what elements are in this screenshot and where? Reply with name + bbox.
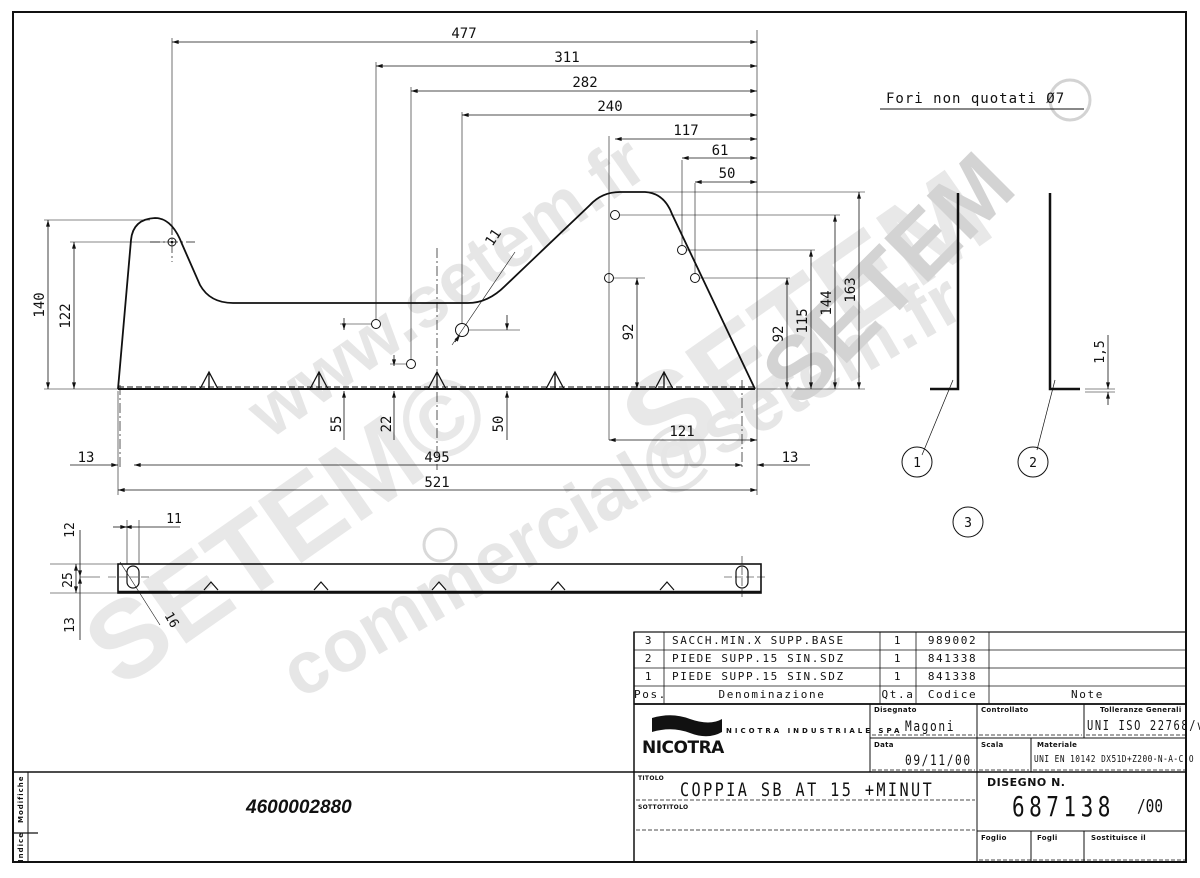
svg-text:11: 11 (166, 512, 182, 527)
foglio-label: Foglio (981, 834, 1007, 842)
tolleranze-value: UNI ISO 22768/v (1087, 719, 1200, 734)
data-value: 09/11/00 (905, 753, 972, 769)
titolo-label: TITOLO (638, 775, 665, 782)
svg-text:13: 13 (63, 617, 78, 633)
svg-text:144: 144 (819, 290, 835, 315)
bom-row-3-qty: 1 (893, 634, 903, 647)
svg-text:3: 3 (964, 516, 972, 531)
side-views: 1,5 1 2 3 (901, 193, 1115, 538)
disegno-label: DISEGNO N. (987, 776, 1066, 789)
svg-text:1: 1 (913, 456, 921, 471)
materiale-label: Materiale (1037, 741, 1078, 749)
bom-row-3-name: SACCH.MIN.X SUPP.BASE (672, 634, 845, 647)
svg-text:13: 13 (78, 450, 95, 466)
controllato-label: Controllato (981, 706, 1029, 714)
svg-text:495: 495 (424, 450, 449, 466)
title-block-lines (14, 631, 1187, 862)
revision: /00 (1137, 796, 1164, 817)
bom-row-3-code: 989002 (927, 634, 978, 647)
bom-header-note: Note (1071, 688, 1104, 701)
svg-text:140: 140 (32, 292, 48, 317)
svg-text:55: 55 (329, 416, 345, 433)
svg-text:282: 282 (572, 75, 597, 91)
svg-text:92: 92 (771, 326, 787, 343)
part-number: 4600002880 (246, 797, 352, 818)
svg-text:Fori non quotati Ø7: Fori non quotati Ø7 (886, 91, 1065, 107)
svg-text:122: 122 (58, 303, 74, 328)
nicotra-logo: NICOTRA (642, 738, 724, 758)
bom-row-2-code: 841338 (927, 652, 978, 665)
bom-row-2-pos: 2 (644, 652, 654, 665)
svg-text:521: 521 (424, 475, 449, 491)
svg-text:2: 2 (1029, 456, 1037, 471)
svg-text:1,5: 1,5 (1093, 340, 1108, 363)
svg-text:16: 16 (161, 610, 182, 631)
holes-note: Fori non quotati Ø7 (880, 91, 1084, 110)
materiale-value: UNI EN 10142 DX51D+Z200-N-A-C-O (1034, 754, 1195, 765)
svg-text:12: 12 (63, 522, 78, 538)
svg-text:61: 61 (712, 143, 729, 159)
scala-label: Scala (981, 741, 1004, 749)
fogli-label: Fogli (1037, 834, 1058, 842)
bom-row-3-pos: 3 (644, 634, 654, 647)
modifiche-label: Modifiche (17, 775, 25, 823)
bom-row-2-name: PIEDE SUPP.15 SIN.SDZ (672, 652, 845, 665)
data-label: Data (874, 741, 894, 749)
bom-row-1-qty: 1 (893, 670, 903, 683)
svg-text:163: 163 (843, 277, 859, 302)
disegnato-value: Magoni (905, 719, 956, 735)
svg-text:11: 11 (482, 226, 505, 249)
bom-row-1-code: 841338 (927, 670, 978, 683)
svg-text:477: 477 (451, 26, 476, 42)
sottotitolo-label: SOTTOTITOLO (638, 804, 689, 811)
svg-text:117: 117 (673, 123, 698, 139)
watermark: www.setem.fr SETEM SETEM© commercial@set… (63, 78, 1092, 714)
bom-header-name: Denominazione (718, 688, 826, 701)
bom-row-1-name: PIEDE SUPP.15 SIN.SDZ (672, 670, 845, 683)
svg-text:22: 22 (379, 416, 395, 433)
top-view: 12 11 25 13 16 (50, 512, 766, 640)
bom-header-qty: Qt.a (881, 688, 915, 701)
tolleranze-label: Tolleranze Generali (1100, 706, 1182, 714)
titolo-value: COPPIA SB AT 15 +MINUT (680, 779, 935, 801)
svg-text:115: 115 (795, 308, 811, 333)
front-view: 477 311 282 240 117 61 50 140 122 92 92 … (32, 26, 865, 495)
svg-text:121: 121 (669, 424, 694, 440)
disegnato-label: Disegnato (874, 706, 917, 714)
svg-text:50: 50 (719, 166, 736, 182)
svg-text:50: 50 (491, 416, 507, 433)
sheet-frame (12, 11, 1187, 863)
svg-text:25: 25 (61, 572, 76, 588)
nicotra-logo-wave (652, 715, 722, 737)
svg-text:92: 92 (621, 324, 637, 341)
sostituisce-label: Sostituisce il (1091, 834, 1146, 842)
indice-label: Indice (17, 832, 25, 862)
bom-header-code: Codice (927, 688, 978, 701)
bom-row-2-qty: 1 (893, 652, 903, 665)
bom-row-1-pos: 1 (644, 670, 654, 683)
svg-text:311: 311 (554, 50, 579, 66)
company-name: NICOTRA INDUSTRIALE SPA (726, 727, 903, 735)
svg-text:13: 13 (782, 450, 799, 466)
svg-text:240: 240 (597, 99, 622, 115)
bom-header-pos: Pos. (634, 688, 667, 701)
disegno-number: 687138 (1012, 790, 1115, 823)
